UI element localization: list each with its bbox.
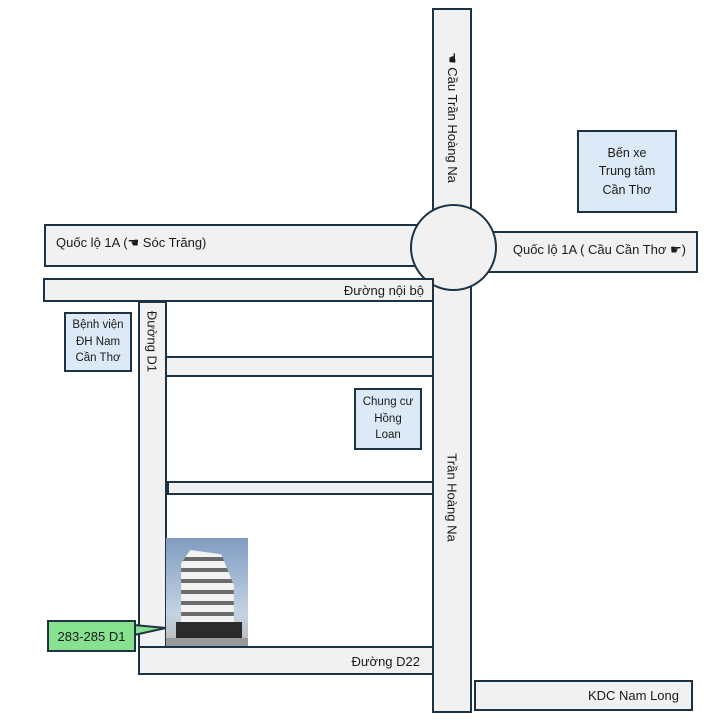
- location-label-text: 283-285 D1: [57, 628, 126, 644]
- road-kdc-nam-long: KDC Nam Long: [474, 680, 693, 711]
- landmark-ben-xe: Bến xe Trung tâm Cần Thơ: [577, 130, 677, 213]
- landmark-chung-cu: Chung cư Hồng Loan: [354, 388, 422, 450]
- road-label-d1: Đường D1: [144, 310, 160, 373]
- landmark-benh-vien: Bệnh viện ĐH Nam Cần Thơ: [64, 312, 132, 372]
- road-label-noi-bo: Đường nội bộ: [343, 283, 424, 298]
- building-pavement: [166, 638, 248, 646]
- road-branch-2: [167, 481, 434, 495]
- road-branch-1: [165, 356, 434, 377]
- road-label-kdc: KDC Nam Long: [587, 688, 679, 703]
- road-d22: Đường D22: [138, 646, 434, 675]
- building-ground-floor: [176, 622, 242, 638]
- road-ql1a-east: Quốc lộ 1A ( Cầu Cần Thơ ☛): [488, 231, 698, 273]
- road-label-d22: Đường D22: [351, 654, 420, 669]
- road-label-ql1a-west: Quốc lộ 1A (☚ Sóc Trăng): [56, 235, 207, 250]
- road-label-cau-tran-hoang-na: ☚ Cầu Trần Hoàng Na: [445, 52, 460, 183]
- location-label: 283-285 D1: [47, 620, 136, 652]
- road-ql1a-west: Quốc lộ 1A (☚ Sóc Trăng): [44, 224, 418, 267]
- road-label-ql1a-east: Quốc lộ 1A ( Cầu Cần Thơ ☛): [512, 242, 686, 257]
- building-photo: [166, 538, 248, 646]
- label-pointer: [134, 623, 166, 637]
- roundabout: [410, 204, 497, 291]
- road-noi-bo: Đường nội bộ: [43, 278, 434, 302]
- road-label-tran-hoang-na: Trần Hoàng Na: [444, 453, 460, 542]
